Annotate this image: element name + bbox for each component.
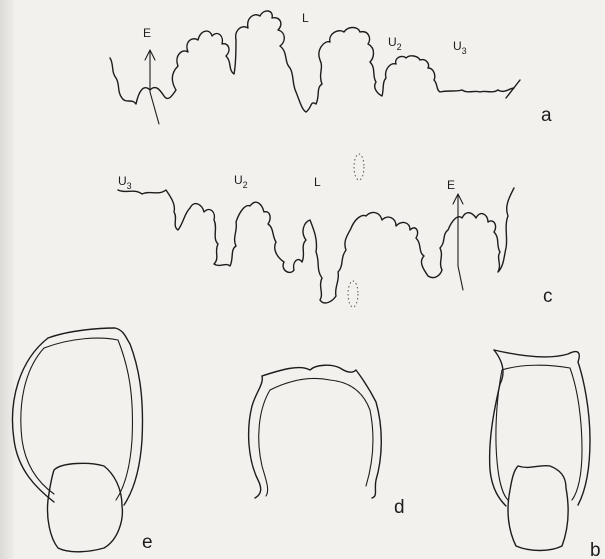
panel-d: d bbox=[249, 365, 405, 518]
panel-letter-d: d bbox=[394, 497, 405, 518]
outer-whorl-top-b bbox=[494, 350, 590, 505]
label-e-c: E bbox=[447, 178, 455, 192]
panel-letter-a: a bbox=[541, 105, 552, 126]
inner-whorl-left-d bbox=[259, 390, 270, 496]
inner-whorl-b bbox=[502, 365, 582, 500]
panel-letter-e: e bbox=[142, 532, 153, 553]
inner-whorl-d bbox=[270, 378, 373, 486]
preceding-whorl-b bbox=[508, 466, 568, 551]
label-l-c: L bbox=[314, 175, 321, 189]
dotted-outline-upper bbox=[354, 154, 364, 180]
inner-whorl-left-b bbox=[496, 370, 508, 500]
suture-line-c bbox=[118, 188, 514, 303]
outer-whorl-b bbox=[490, 350, 506, 506]
panel-c: U3 U2 L E c bbox=[118, 154, 553, 307]
label-l-a: L bbox=[302, 11, 309, 25]
panel-letter-b: b bbox=[590, 540, 601, 559]
suture-line-a bbox=[110, 11, 514, 112]
inner-whorl-e bbox=[44, 338, 132, 500]
panel-letter-c: c bbox=[543, 286, 553, 307]
outer-whorl-d bbox=[249, 376, 263, 498]
preceding-whorl-e bbox=[47, 463, 122, 551]
arrow-shaft-c bbox=[458, 196, 463, 290]
panel-e: e bbox=[12, 328, 152, 553]
dotted-outline-lower bbox=[348, 281, 358, 307]
label-u3-a: U3 bbox=[453, 39, 467, 56]
panel-b: b bbox=[490, 350, 601, 559]
suture-end-tick-a bbox=[506, 80, 520, 98]
panel-a: E L U2 U3 a bbox=[110, 11, 552, 126]
label-u2-a: U2 bbox=[388, 35, 402, 52]
label-e-a: E bbox=[143, 26, 151, 40]
outer-whorl-e bbox=[48, 328, 143, 505]
label-u2-c: U2 bbox=[234, 173, 248, 190]
label-u3-c: U3 bbox=[118, 174, 132, 191]
